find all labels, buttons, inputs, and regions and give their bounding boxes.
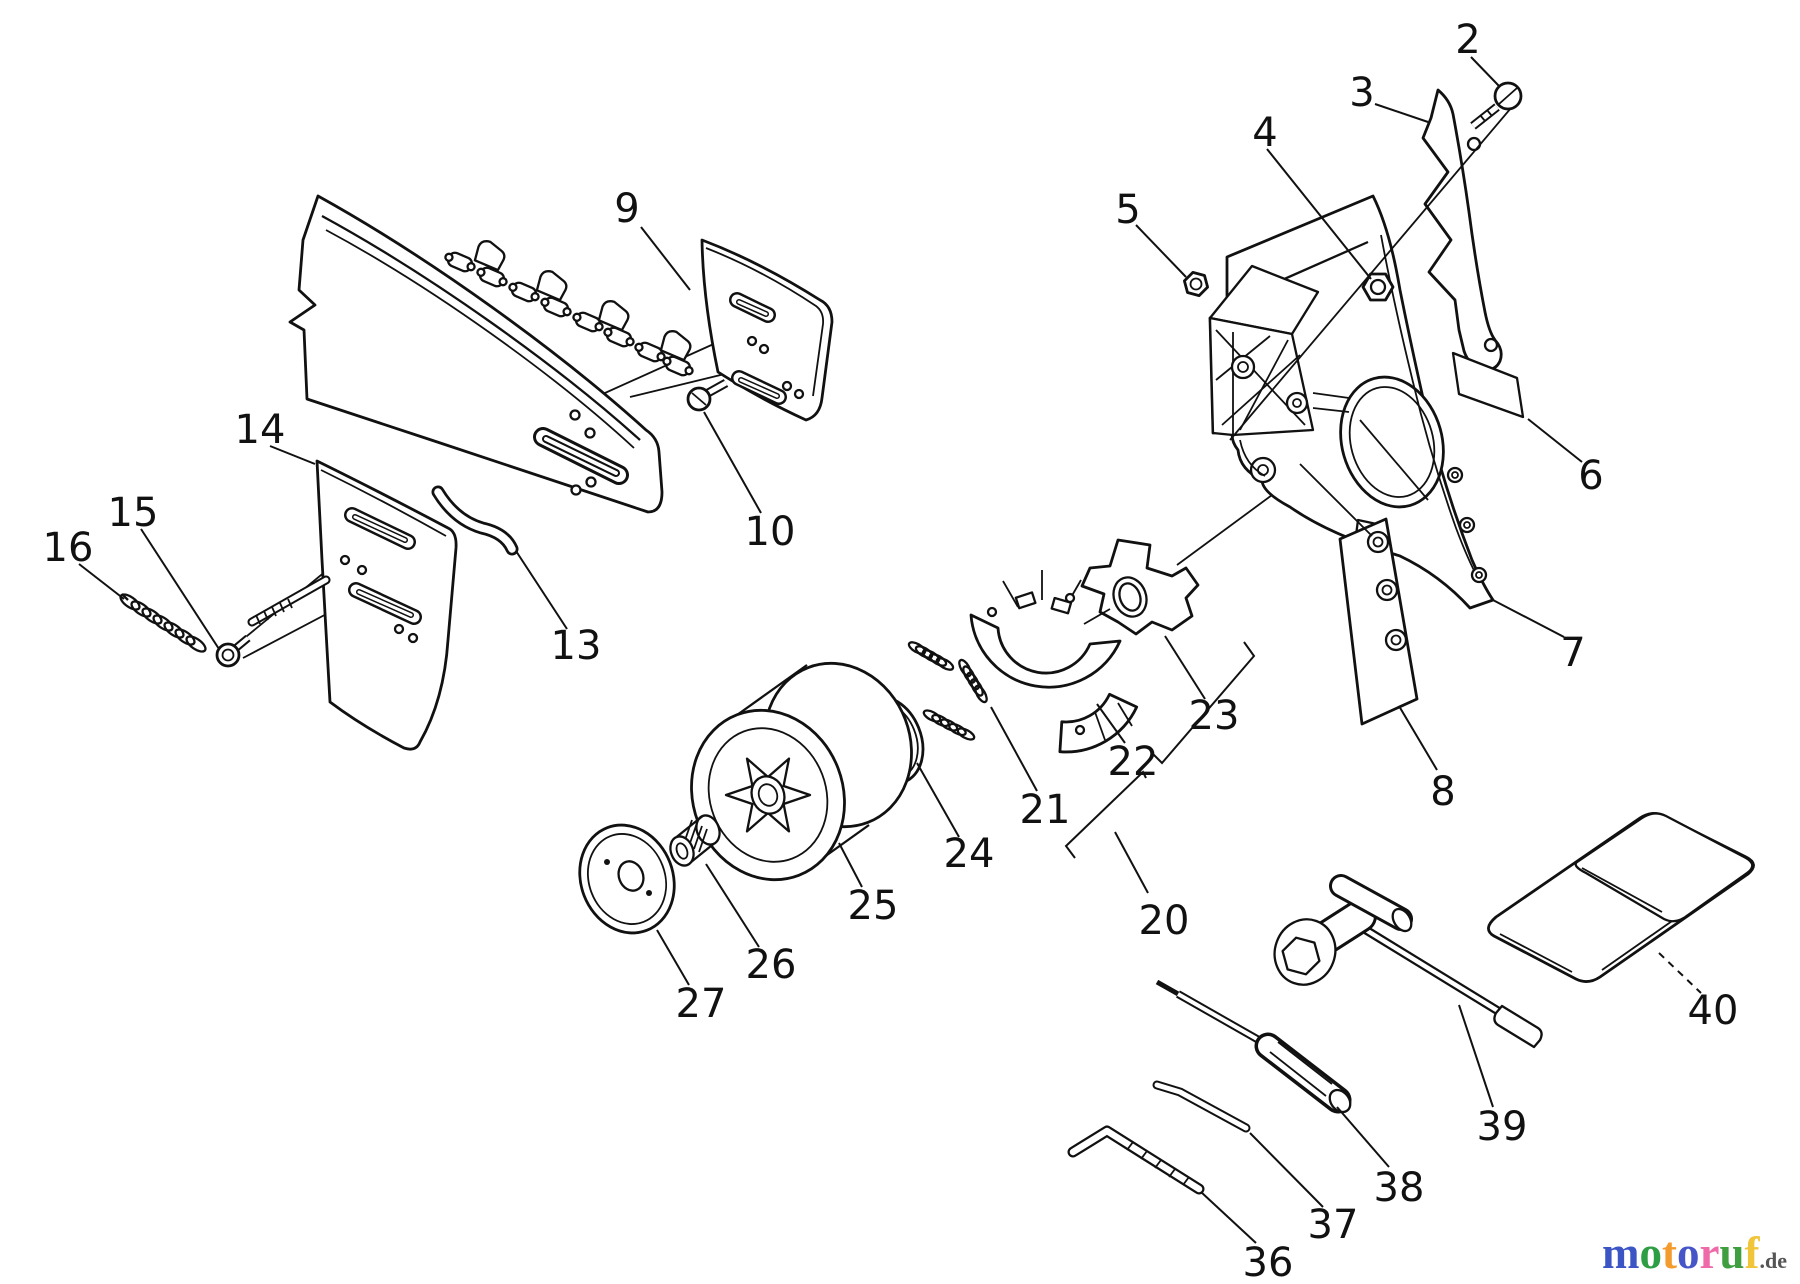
part-label-5: 5 [1115, 187, 1140, 233]
cover-rib-block [1208, 264, 1350, 437]
logo-letter: r [1699, 1228, 1719, 1278]
drum-cover-washer [578, 823, 676, 935]
logo-letter: o [1639, 1228, 1662, 1278]
part-label-6: 6 [1578, 453, 1603, 499]
bumper-spike [1421, 88, 1503, 372]
part-label-22: 22 [1108, 739, 1159, 785]
plate14-slots [344, 507, 422, 625]
part-label-4: 4 [1252, 110, 1277, 156]
hex-key-large [1067, 1125, 1205, 1195]
plate-holes [746, 335, 805, 400]
plate-slots [729, 292, 787, 405]
logo-suffix: .de [1760, 1248, 1788, 1273]
hex-key-small [1152, 1080, 1251, 1133]
inner-guide-plate [315, 459, 458, 751]
part-label-23: 23 [1189, 693, 1240, 739]
part-label-14: 14 [235, 407, 286, 453]
clutch-springs [907, 641, 988, 741]
tensioner-bolt [215, 634, 251, 668]
part-label-20: 20 [1139, 898, 1190, 944]
part-label-25: 25 [848, 883, 899, 929]
logo-letter: u [1719, 1228, 1744, 1278]
group-bracket-20 [1064, 641, 1256, 894]
part-label-38: 38 [1374, 1165, 1425, 1211]
cover-edge-holes [1446, 466, 1488, 584]
outer-guide-plate [700, 238, 834, 422]
screwdriver [1155, 979, 1352, 1114]
cover-bore [1339, 375, 1445, 509]
part-label-10: 10 [745, 509, 796, 555]
info-label-plate [1451, 351, 1525, 419]
bar-nut-rear [1183, 270, 1209, 298]
part-label-39: 39 [1477, 1104, 1528, 1150]
bar-adjust-slot [533, 427, 629, 485]
bar-nut-front [1361, 272, 1395, 302]
part-label-7: 7 [1560, 630, 1585, 676]
clutch-shoe-assembly [969, 570, 1139, 754]
part-label-16: 16 [43, 525, 94, 571]
part-labels: 2 3 4 5 6 7 8 9 10 13 14 15 16 20 21 22 … [43, 17, 1739, 1284]
part-label-24: 24 [944, 831, 995, 877]
part-label-27: 27 [676, 981, 727, 1027]
part-label-15: 15 [108, 490, 159, 536]
socket-wrench [1273, 874, 1543, 1049]
bar-holes [569, 409, 597, 496]
part-label-36: 36 [1243, 1240, 1294, 1284]
tool-pouch [1487, 812, 1755, 983]
part-label-13: 13 [551, 623, 602, 669]
chain-catcher [431, 485, 519, 556]
plate14-holes [339, 554, 419, 644]
clutch-hub [1080, 538, 1200, 636]
logo-letter: t [1662, 1228, 1677, 1278]
brake-side-plate [1299, 463, 1419, 726]
tensioner-spring [119, 593, 207, 653]
needle-bearing [669, 814, 721, 867]
spike-screw [1470, 81, 1523, 130]
part-label-2: 2 [1455, 17, 1480, 63]
plate-screw [686, 379, 729, 412]
part-label-40: 40 [1688, 988, 1739, 1034]
logo-letter: o [1677, 1228, 1700, 1278]
guide-bar [288, 194, 664, 514]
part-label-9: 9 [614, 186, 639, 232]
part-label-37: 37 [1308, 1202, 1359, 1248]
clutch-drum [690, 661, 913, 882]
part-label-21: 21 [1020, 787, 1071, 833]
logo-letter: f [1745, 1228, 1761, 1278]
part-label-8: 8 [1430, 769, 1455, 815]
motoruf-logo: motoruf.de [1602, 1228, 1787, 1278]
bar-mounting-stud [247, 575, 331, 627]
part-label-26: 26 [746, 942, 797, 988]
logo-letter: m [1602, 1228, 1640, 1278]
leader-lines [78, 56, 1702, 1244]
part-label-3: 3 [1349, 70, 1374, 116]
